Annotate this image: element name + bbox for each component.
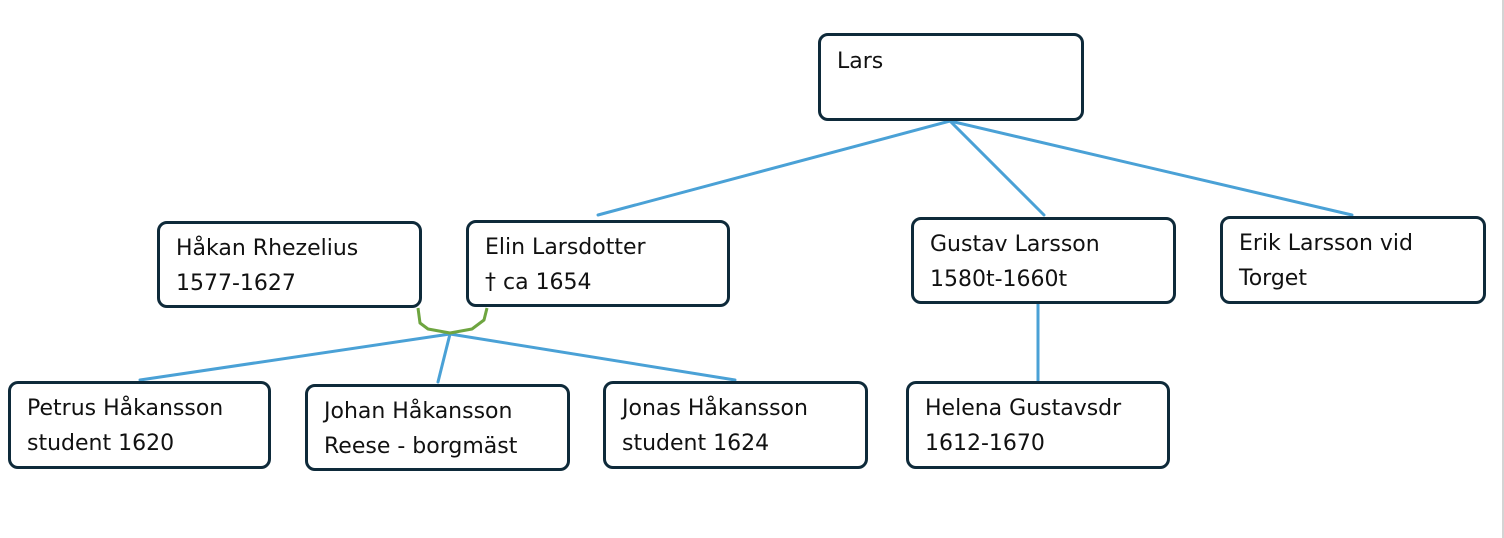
person-dates: † ca 1654	[485, 270, 592, 295]
person-name: Elin Larsdotter	[485, 235, 646, 260]
connector-couple-jonas	[448, 332, 737, 382]
person-box-jonas-hakansson[interactable]: Jonas Håkansson student 1624	[603, 381, 868, 469]
person-box-erik-larsson[interactable]: Erik Larsson vid Torget	[1220, 216, 1486, 304]
person-box-helena-gustavsdr[interactable]: Helena Gustavsdr 1612-1670	[906, 381, 1170, 469]
couple-link	[416, 307, 489, 335]
connector-couple-petrus	[138, 332, 452, 382]
person-name: Jonas Håkansson	[622, 396, 808, 421]
person-detail: student 1624	[622, 431, 770, 456]
connector-couple-johan	[436, 332, 452, 384]
person-box-hakan-rhezelius[interactable]: Håkan Rhezelius 1577-1627	[157, 221, 422, 308]
person-box-gustav-larsson[interactable]: Gustav Larsson 1580t-1660t	[911, 217, 1176, 304]
person-detail: student 1620	[27, 431, 175, 456]
person-dates: 1580t-1660t	[930, 267, 1068, 292]
person-detail: Reese - borgmäst	[324, 434, 518, 459]
person-box-lars[interactable]: Lars	[818, 33, 1084, 121]
person-box-petrus-hakansson[interactable]: Petrus Håkansson student 1620	[8, 381, 271, 469]
person-name: Erik Larsson vid	[1239, 231, 1413, 256]
person-box-elin-larsdotter[interactable]: Elin Larsdotter † ca 1654	[466, 220, 730, 307]
page-edge-divider	[1502, 0, 1504, 538]
person-name: Johan Håkansson	[324, 399, 513, 424]
person-name: Helena Gustavsdr	[925, 396, 1122, 421]
connector-lars-erik	[948, 119, 1354, 217]
connector-lars-elin	[596, 119, 952, 217]
person-dates: 1612-1670	[925, 431, 1045, 456]
connector-lars-gustav	[948, 119, 1046, 217]
person-name: Gustav Larsson	[930, 232, 1100, 257]
person-box-johan-hakansson[interactable]: Johan Håkansson Reese - borgmäst	[305, 384, 570, 471]
person-dates: 1577-1627	[176, 271, 296, 296]
person-detail: Torget	[1239, 266, 1307, 291]
person-name: Lars	[837, 49, 884, 74]
person-name: Håkan Rhezelius	[176, 236, 359, 261]
person-name: Petrus Håkansson	[27, 396, 224, 421]
